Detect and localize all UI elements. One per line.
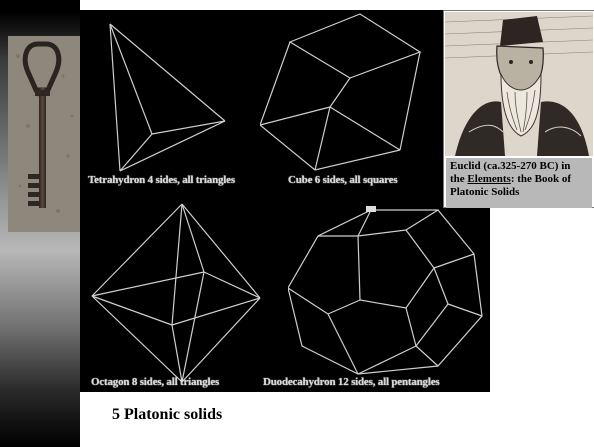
cube-wireframe [260,10,440,180]
euclid-caption-line1: Euclid (ca.325-270 BC) in [450,160,588,173]
euclid-caption: Euclid (ca.325-270 BC) in the Elements: … [446,158,592,208]
platonic-solids-panel: Tetrahydron 4 sides, all triangles Cube … [80,10,490,392]
dodecahedron-caption: Duodecahydron 12 sides, all pentangles [263,376,439,388]
euclid-portrait-icon [445,12,593,156]
dodecahedron-wireframe [288,196,488,378]
octahedron-caption: Octagon 8 sides, all triangles [91,376,219,388]
octahedron-wireframe [88,200,278,390]
euclid-portrait-image [445,12,593,156]
highlight-marker-icon [366,206,376,212]
antique-key-icon [8,36,80,232]
caption-rest: : the Book of [511,173,571,185]
cube-caption: Cube 6 sides, all squares [288,174,397,186]
slide-title: 5 Platonic solids [112,406,222,424]
caption-the: the [450,173,467,185]
tetrahedron-caption: Tetrahydron 4 sides, all triangles [88,174,235,186]
antique-key-image [8,36,80,232]
tetrahedron-wireframe [90,16,270,181]
euclid-caption-line2: the Elements: the Book of [450,173,588,186]
euclid-caption-line3: Platonic Solids [450,186,588,199]
elements-book-title: Elements [467,173,510,185]
